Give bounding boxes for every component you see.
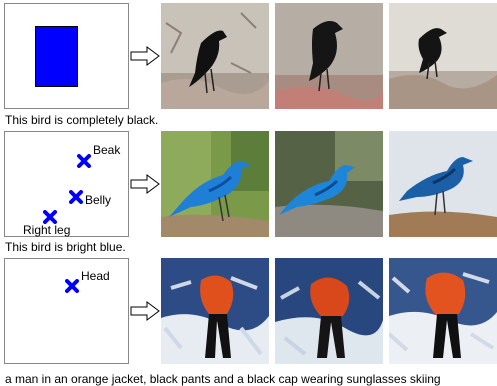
figure-row-2: Beak Belly Right leg [0, 131, 497, 256]
condition-panel-bbox [4, 3, 129, 109]
generated-sample-1 [161, 3, 269, 109]
generated-sample-1 [161, 131, 269, 237]
keypoint-label: Belly [85, 193, 112, 207]
keypoint-label: Beak [93, 143, 121, 157]
skier-photo-icon [389, 258, 497, 364]
keypoint-marker-icon [69, 190, 83, 204]
bounding-box [35, 26, 78, 87]
arrow-icon [130, 46, 160, 66]
generated-sample-3 [389, 3, 497, 109]
skier-photo-icon [275, 258, 383, 364]
blue-bird-photo-icon [275, 131, 383, 237]
generated-sample-3 [389, 258, 497, 364]
blue-bird-photo-icon [161, 131, 269, 237]
keypoint-label: Head [81, 269, 110, 283]
arrow-icon [130, 174, 160, 194]
keypoint-marker-icon [43, 210, 57, 224]
generated-sample-1 [161, 258, 269, 364]
row-3-caption: a man in an orange jacket, black pants a… [5, 372, 441, 386]
keypoint-label: Right leg [23, 223, 71, 237]
keypoint-marker-icon [65, 279, 79, 293]
generated-sample-2 [275, 131, 383, 237]
generated-sample-2 [275, 3, 383, 109]
black-bird-photo-icon [161, 3, 269, 109]
row-2-caption: This bird is bright blue. [5, 240, 126, 254]
black-bird-photo-icon [275, 3, 383, 109]
figure-row-3: Head a man in an orange jacke [0, 258, 497, 386]
black-bird-photo-icon [389, 3, 497, 109]
generated-sample-2 [275, 258, 383, 364]
figure-row-1: This bird is completely black. [0, 3, 497, 128]
row-1-caption: This bird is completely black. [5, 113, 159, 127]
keypoint-marker-icon [77, 154, 91, 168]
condition-panel-keypoints: Beak Belly Right leg [4, 131, 129, 237]
condition-panel-keypoints: Head [4, 258, 129, 364]
blue-bird-photo-icon [389, 131, 497, 237]
skier-photo-icon [161, 258, 269, 364]
arrow-icon [130, 301, 160, 321]
generated-sample-3 [389, 131, 497, 237]
